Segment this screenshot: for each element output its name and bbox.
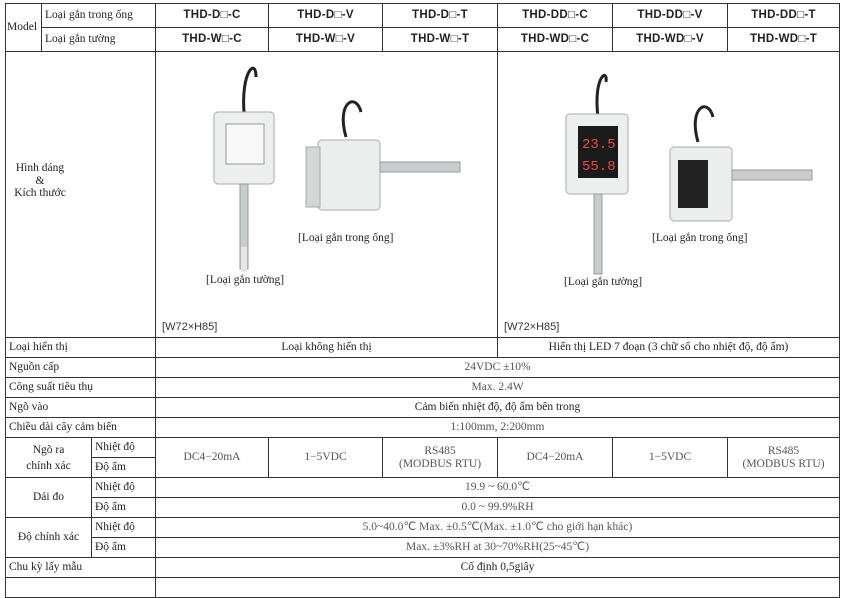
model-wall-row: Loại gắn tường THD-W□-C THD-W□-V THD-W□-… (6, 27, 841, 52)
range-row-2: Độ ẩm 0.0 ~ 99.9%RH (6, 497, 841, 518)
cell-value: 0.0 ~ 99.9%RH (155, 497, 841, 518)
row-label: Chiều dài cây cảm biến (4, 417, 157, 438)
row-label: Dải đo (5, 477, 92, 518)
wall-label: Loại gắn tường (40, 27, 157, 52)
model-code: THD-WD□-V (612, 27, 729, 52)
cell-value: 19.9 ~ 60.0℃ (155, 477, 841, 498)
model-duct-row: Model Loại gắn trong ống THD-D□-C THD-D□… (5, 3, 841, 52)
cell-value: Hiển thị LED 7 đoạn (3 chữ số cho nhiệt … (497, 337, 841, 358)
product-image-led-display: 23.5 55.8 [Loại gắn trong ống] [Loại gắn… (497, 51, 841, 338)
dimension-label: [W72×H85] (504, 320, 560, 333)
probe-row: Chiều dài cây cảm biến 1:100mm, 2:200mm (4, 417, 841, 438)
sub-label: Nhiệt độ (90, 477, 157, 498)
cell-value: Cố định 0,5giây (155, 557, 841, 578)
shape-row: Hình dáng & Kích thước [Loại gắn trong ố… (4, 51, 841, 338)
model-code: THD-D□-V (268, 3, 384, 28)
row-label: Chu kỳ lấy mẫu (4, 557, 157, 578)
consumption-row: Công suất tiêu thụ Max. 2.4W (4, 377, 841, 398)
row-label: Loại hiển thị (4, 337, 157, 358)
input-row: Ngõ vào Cảm biến nhiệt độ, độ ẩm bên tro… (4, 397, 841, 418)
model-code: THD-D□-T (382, 3, 499, 28)
output-label-2: chính xác (26, 459, 71, 472)
sub-label: Độ ẩm (90, 457, 157, 478)
led-temp: 23.5 (582, 137, 616, 153)
cell-value: RS485(MODBUS RTU) (727, 437, 841, 478)
cell-value: 5.0~40.0℃ Max. ±0.5℃(Max. ±1.0℃ cho giới… (155, 517, 841, 538)
model-code: THD-D□-C (155, 3, 270, 28)
row-label: Nguồn cấp (4, 357, 157, 378)
model-code: THD-DD□-T (727, 3, 841, 28)
row-label: Ngõ vào (4, 397, 157, 418)
sub-label: Độ ẩm (90, 497, 157, 518)
output-label-1: Ngõ ra (32, 443, 65, 456)
shape-label: Hình dáng & Kích thước (4, 51, 157, 338)
model-code: THD-W□-T (382, 27, 499, 52)
sub-label: Nhiệt độ (90, 517, 157, 538)
accuracy-row-2: Độ ẩm Max. ±3%RH at 30~70%RH(25~45℃) (6, 537, 841, 558)
cell-value: DC4−20mA (155, 437, 270, 478)
wall-caption: [Loại gắn tường] (564, 276, 643, 288)
modbus: (MODBUS RTU) (398, 457, 482, 470)
sub-label: Độ ẩm (90, 537, 157, 558)
model-code: THD-W□-C (155, 27, 270, 52)
cell-value: 1−5VDC (612, 437, 729, 478)
power-row: Nguồn cấp 24VDC ±10% (4, 357, 841, 378)
sampling-row: Chu kỳ lấy mẫu Cố định 0,5giây (4, 557, 841, 578)
output-row: Ngõ ra chính xác Nhiệt độ DC4−20mA 1−5VD… (5, 437, 841, 478)
display-row: Loại hiển thị Loại không hiển thị Hiển t… (4, 337, 841, 358)
transmitter-illustration (213, 66, 461, 272)
row-label: Công suất tiêu thụ (4, 377, 157, 398)
accuracy-row: Độ chính xác Nhiệt độ 5.0~40.0℃ Max. ±0.… (5, 517, 841, 558)
rs485: RS485 (424, 444, 456, 457)
model-label: Model (5, 3, 42, 52)
cell-value: Max. ±3%RH at 30~70%RH(25~45℃) (155, 537, 841, 558)
cell-value: DC4−20mA (497, 437, 614, 478)
dimension-label: [W72×H85] (162, 320, 218, 333)
cell-value: Loại không hiển thị (155, 337, 499, 358)
sub-label: Nhiệt độ (90, 437, 157, 458)
model-code: THD-WD□-T (727, 27, 841, 52)
rs485: RS485 (767, 444, 800, 457)
cell-value: 24VDC ±10% (155, 357, 841, 378)
model-code: THD-W□-V (268, 27, 384, 52)
spec-table: Model Loại gắn trong ống THD-D□-C THD-D□… (4, 3, 841, 598)
transmitter-led-illustration: 23.5 55.8 (565, 74, 813, 275)
model-code: THD-DD□-V (612, 3, 729, 28)
duct-label: Loại gắn trong ống (40, 3, 157, 28)
row-label: Độ chính xác (5, 517, 92, 558)
duct-caption: [Loại gắn trong ống] (298, 232, 394, 244)
product-image-no-display: [Loại gắn trong ống] [Loại gắn tường] [W… (155, 51, 499, 338)
output-label: Ngõ ra chính xác (5, 437, 92, 478)
shape-label-2: & (35, 174, 45, 187)
duct-caption: [Loại gắn trong ống] (652, 232, 748, 244)
led-hum: 55.8 (582, 159, 616, 175)
output-row-2: Độ ẩm (6, 457, 840, 478)
shape-label-3: Kích thước (14, 187, 66, 200)
cell-value: Cảm biến nhiệt độ, độ ẩm bên trong (155, 397, 841, 418)
wall-caption: [Loại gắn tường] (206, 274, 285, 286)
cell-value: 1−5VDC (268, 437, 384, 478)
modbus: (MODBUS RTU) (742, 457, 825, 470)
model-code: THD-DD□-C (497, 3, 614, 28)
range-row: Dải đo Nhiệt độ 19.9 ~ 60.0℃ (5, 477, 841, 518)
cell-value: Max. 2.4W (155, 377, 841, 398)
shape-label-1: Hình dáng (15, 162, 65, 174)
cell-value: 1:100mm, 2:200mm (155, 417, 841, 438)
model-code: THD-WD□-C (497, 27, 614, 52)
cell-value: RS485(MODBUS RTU) (382, 437, 499, 478)
